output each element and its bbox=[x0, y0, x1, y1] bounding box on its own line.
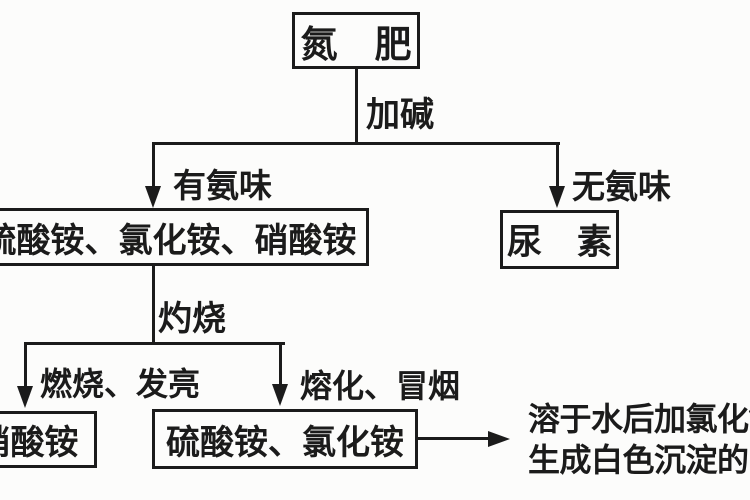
node-urea: 尿 素 bbox=[500, 210, 619, 269]
arrowhead-down-icon bbox=[272, 384, 288, 406]
edge-label-melts-smokes: 熔化、冒烟 bbox=[300, 367, 461, 405]
node-ammonium-salts: 硫酸铵、氯化铵、硝酸铵 bbox=[0, 208, 369, 266]
arrowhead-down-icon bbox=[145, 186, 161, 208]
node-ammonium-salts-label: 硫酸铵、氯化铵、硝酸铵 bbox=[0, 220, 357, 261]
node-ammonium-nitrate: 硝酸铵 bbox=[0, 411, 97, 468]
result-note: 溶于水后加氯化钡 生成白色沉淀的 bbox=[528, 399, 750, 481]
connector-branch-bottom bbox=[24, 342, 285, 345]
node-ammonium-sulfate-chloride: 硫酸铵、氯化铵 bbox=[152, 409, 418, 469]
connector-to-result bbox=[418, 437, 492, 440]
connector-ignite bbox=[152, 266, 155, 344]
connector-no-ammonia bbox=[556, 142, 559, 188]
connector-branch-top bbox=[152, 142, 560, 145]
node-nitrogen-fertilizer: 氮 肥 bbox=[292, 12, 420, 69]
connector-has-ammonia bbox=[152, 142, 155, 188]
arrowhead-right-icon bbox=[488, 431, 510, 447]
edge-label-ignite: 灼烧 bbox=[158, 299, 226, 339]
result-note-line1: 溶于水后加氯化钡 bbox=[528, 400, 750, 438]
edge-label-burns-glows: 燃烧、发亮 bbox=[40, 365, 201, 403]
arrowhead-down-icon bbox=[17, 386, 33, 408]
connector-melts-smokes bbox=[279, 342, 282, 386]
arrowhead-down-icon bbox=[549, 186, 565, 208]
node-ammonium-nitrate-label: 硝酸铵 bbox=[0, 423, 79, 463]
connector-root-down bbox=[355, 69, 358, 143]
edge-label-has-ammonia: 有氨味 bbox=[173, 166, 272, 205]
edge-label-add-alkali: 加碱 bbox=[366, 95, 434, 135]
node-ammonium-sulfate-chloride-label: 硫酸铵、氯化铵 bbox=[166, 422, 404, 463]
connector-burns-glows bbox=[24, 342, 27, 388]
node-nitrogen-fertilizer-label: 氮 肥 bbox=[300, 22, 412, 66]
result-note-line2: 生成白色沉淀的 bbox=[528, 441, 749, 479]
node-urea-label: 尿 素 bbox=[506, 223, 612, 263]
edge-label-no-ammonia: 无氨味 bbox=[572, 167, 671, 206]
